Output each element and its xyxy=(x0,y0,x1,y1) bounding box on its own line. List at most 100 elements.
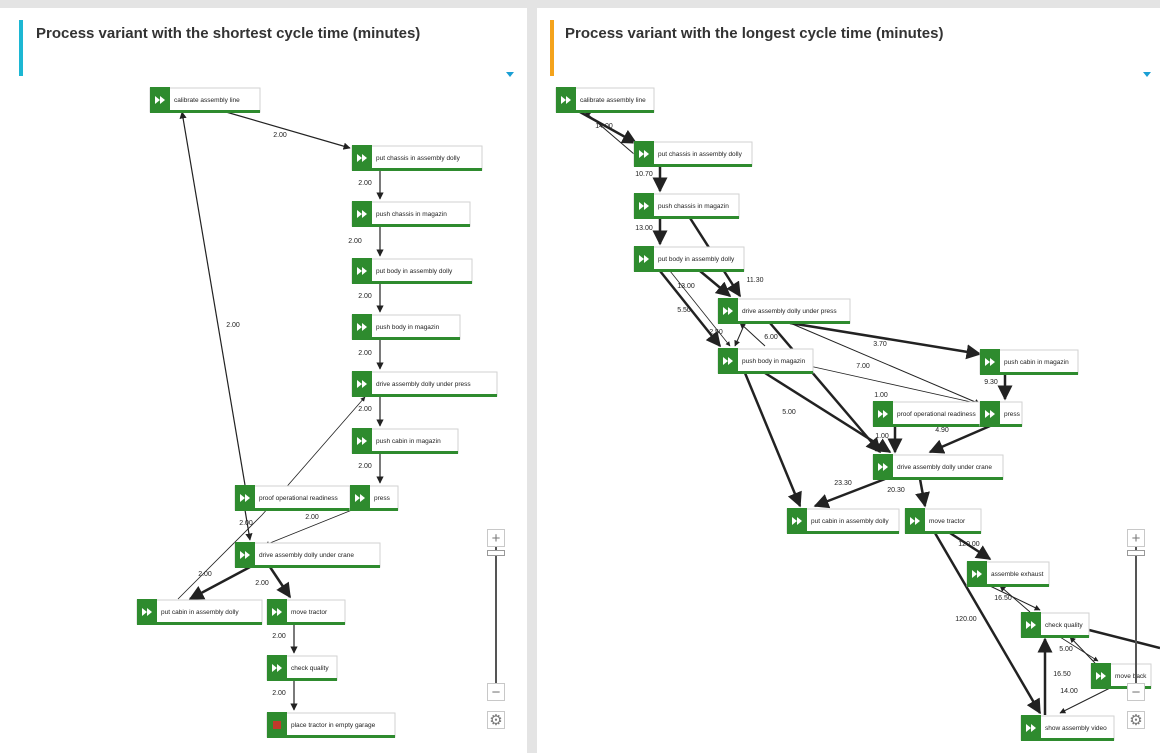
edge-push_body-to-press[interactable] xyxy=(804,364,981,406)
fast-forward-icon xyxy=(357,323,367,331)
activity-node-push-cabin[interactable]: push cabin in magazin xyxy=(979,349,1079,375)
edge-label: 2.00 xyxy=(273,132,287,139)
edge-exhaust-to-quality[interactable] xyxy=(989,585,1041,611)
process-diagram-longest: 14.0010.7013.0011.3013.005.502.506.003.7… xyxy=(555,87,1160,741)
zoom-in-button[interactable]: + xyxy=(487,529,505,547)
edge-label: 5.00 xyxy=(1059,646,1073,653)
edge-label: 1.00 xyxy=(875,433,889,440)
activity-node-calibrate[interactable]: calibrate assembly line xyxy=(555,87,655,113)
activity-node-push-chassis[interactable]: push chassis in magazin xyxy=(633,193,740,219)
edge-press-to-crane[interactable] xyxy=(928,424,991,454)
fast-forward-icon xyxy=(985,358,995,366)
edge-push_body-to-press_dolly[interactable] xyxy=(739,322,766,347)
activity-node-push-chassis[interactable]: push chassis in magazin xyxy=(351,201,471,227)
activity-node-garage[interactable]: place tractor in empty garage xyxy=(266,712,396,738)
activity-node-push-body[interactable]: push body in magazin xyxy=(351,314,461,340)
activity-node-crane[interactable]: drive assembly dolly under crane xyxy=(234,542,381,568)
edge-body_dolly-to-push_body[interactable] xyxy=(659,270,721,348)
edge-tractor-to-exhaust[interactable] xyxy=(949,531,992,561)
edge-label: 2.00 xyxy=(239,520,253,527)
edge-crane-to-cabin_dolly[interactable] xyxy=(188,565,251,601)
edge-label: 2.00 xyxy=(358,350,372,357)
node-label: check quality xyxy=(1045,622,1083,629)
activity-node-push-cabin[interactable]: push cabin in magazin xyxy=(351,428,459,454)
node-label: drive assembly dolly under press xyxy=(376,381,471,388)
fast-forward-icon xyxy=(240,494,250,502)
dropdown-arrow-icon[interactable] xyxy=(506,72,514,77)
activity-node-quality[interactable]: check quality xyxy=(1020,612,1090,638)
zoom-slider-track[interactable] xyxy=(495,547,497,693)
edge-tractor-to-video[interactable] xyxy=(933,532,1042,715)
activity-node-cabin-dolly[interactable]: put cabin in assembly dolly xyxy=(136,599,263,625)
edge-move_back-to-video[interactable] xyxy=(1059,687,1111,714)
edge-cabin_dolly-to-press_dolly[interactable] xyxy=(177,396,366,600)
edge-chassis_dolly-to-calibrate[interactable] xyxy=(584,111,635,155)
edge-press-to-crane[interactable] xyxy=(264,509,353,546)
activity-node-exhaust[interactable]: assemble exhaust xyxy=(966,561,1050,587)
activity-node-video[interactable]: show assembly video xyxy=(1020,715,1115,741)
activity-node-tractor[interactable]: move tractor xyxy=(904,508,982,534)
settings-button[interactable]: ⚙ xyxy=(487,711,505,729)
zoom-slider-handle[interactable] xyxy=(487,549,505,556)
activity-node-press[interactable]: press xyxy=(349,485,399,511)
activity-node-press-dolly[interactable]: drive assembly dolly under press xyxy=(717,298,851,324)
edge-label: 2.00 xyxy=(226,322,240,329)
edge-label: 4.90 xyxy=(935,427,949,434)
activity-node-proof[interactable]: proof operational readiness xyxy=(234,485,351,511)
node-label: check quality xyxy=(291,665,329,672)
edge-crane-to-tractor[interactable] xyxy=(915,478,930,508)
edge-proof-to-calibrate[interactable] xyxy=(179,111,246,486)
activity-node-proof[interactable]: proof operational readiness xyxy=(872,401,982,427)
edge-body_dolly-to-press_dolly[interactable] xyxy=(699,270,732,297)
edge-proof-to-crane[interactable] xyxy=(244,509,253,541)
activity-node-quality[interactable]: check quality xyxy=(266,655,338,681)
activity-node-body-dolly[interactable]: put body in assembly dolly xyxy=(633,246,745,272)
activity-node-chassis-dolly[interactable]: put chassis in assembly dolly xyxy=(351,145,483,171)
edge-label: 20.30 xyxy=(887,487,905,494)
edge-calibrate-to-chassis_dolly[interactable] xyxy=(225,111,351,150)
edge-crane-to-cabin_dolly[interactable] xyxy=(813,477,886,509)
zoom-in-button[interactable]: + xyxy=(1127,529,1145,547)
activity-node-calibrate[interactable]: calibrate assembly line xyxy=(149,87,261,113)
edge-label: 120.00 xyxy=(958,541,980,548)
edge-label: 2.00 xyxy=(358,406,372,413)
settings-button[interactable]: ⚙ xyxy=(1127,711,1145,729)
edge-quality-to-exhaust[interactable] xyxy=(999,585,1031,613)
edge-quality-to-offscreen[interactable] xyxy=(1088,628,1160,650)
activity-node-chassis-dolly[interactable]: put chassis in assembly dolly xyxy=(633,141,753,167)
edge-label: 2.00 xyxy=(198,571,212,578)
edge-quality-to-move_back[interactable] xyxy=(1059,636,1099,662)
node-label: push body in magazin xyxy=(742,358,806,365)
activity-node-body-dolly[interactable]: put body in assembly dolly xyxy=(351,258,473,284)
edge-label: 14.00 xyxy=(1060,688,1078,695)
panel-title: Process variant with the shortest cycle … xyxy=(36,25,421,42)
panel-accent-bar xyxy=(19,20,23,76)
edge-label: 2.00 xyxy=(348,238,362,245)
edge-press_dolly-to-press[interactable] xyxy=(789,322,981,405)
activity-node-press-dolly[interactable]: drive assembly dolly under press xyxy=(351,371,498,397)
zoom-slider-handle[interactable] xyxy=(1127,549,1145,556)
node-label: put body in assembly dolly xyxy=(658,256,735,263)
fast-forward-icon xyxy=(639,255,649,263)
zoom-out-button[interactable]: − xyxy=(1127,683,1145,701)
edge-crane-to-tractor[interactable] xyxy=(268,566,292,599)
zoom-slider-track[interactable] xyxy=(1135,547,1137,693)
edge-push_body-to-cabin_dolly[interactable] xyxy=(743,372,802,508)
node-label: drive assembly dolly under crane xyxy=(897,464,992,471)
edge-label: 2.00 xyxy=(358,293,372,300)
dropdown-arrow-icon[interactable] xyxy=(1143,72,1151,77)
plus-icon: + xyxy=(1131,529,1141,547)
activity-node-cabin-dolly[interactable]: put cabin in assembly dolly xyxy=(786,508,900,534)
activity-node-push-body[interactable]: push body in magazin xyxy=(717,348,814,374)
edge-label: 3.70 xyxy=(873,341,887,348)
activity-node-tractor[interactable]: move tractor xyxy=(266,599,346,625)
node-label: push body in magazin xyxy=(376,324,440,331)
edge-press_dolly-to-push_cabin[interactable] xyxy=(789,321,982,360)
edge-label: 5.00 xyxy=(782,409,796,416)
activity-node-press[interactable]: press xyxy=(979,401,1023,427)
edge-press_dolly-to-crane[interactable] xyxy=(769,322,881,454)
edge-move_back-to-quality[interactable] xyxy=(1069,636,1096,664)
activity-node-crane[interactable]: drive assembly dolly under crane xyxy=(872,454,1004,480)
zoom-out-button[interactable]: − xyxy=(487,683,505,701)
node-label: calibrate assembly line xyxy=(174,97,240,104)
